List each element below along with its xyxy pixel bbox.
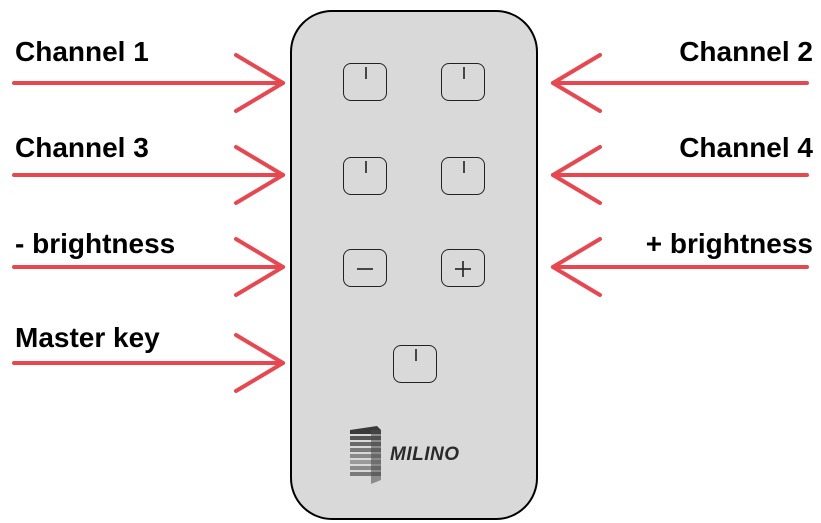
brightness-down-button[interactable] <box>343 249 387 287</box>
power-icon <box>412 346 420 361</box>
brightness-up-button[interactable] <box>441 249 485 287</box>
building-logo-icon <box>350 426 381 484</box>
power-icon <box>460 158 468 173</box>
arrow-channel-3 <box>12 145 285 205</box>
master-key-button[interactable] <box>393 345 437 383</box>
label-channel-4: Channel 4 <box>679 132 813 163</box>
channel-4-button[interactable] <box>441 157 485 195</box>
label-master-key: Master key <box>15 322 160 353</box>
arrow-channel-1 <box>12 53 285 113</box>
power-icon <box>460 64 468 79</box>
arrow-channel-2 <box>551 53 809 113</box>
label-channel-1: Channel 1 <box>15 36 149 67</box>
arrow-channel-4 <box>551 145 809 205</box>
label-plus-brightness: + brightness <box>645 228 813 259</box>
arrow-master-key <box>12 333 285 393</box>
channel-3-button[interactable] <box>343 157 387 195</box>
label-channel-2: Channel 2 <box>679 36 813 67</box>
channel-2-button[interactable] <box>441 63 485 101</box>
minus-icon <box>357 268 373 270</box>
label-channel-3: Channel 3 <box>15 132 149 163</box>
channel-1-button[interactable] <box>343 63 387 101</box>
power-icon <box>362 158 370 173</box>
plus-icon <box>455 261 471 277</box>
brand-logo: MILINO <box>347 426 497 486</box>
remote-control: MILINO <box>290 10 538 520</box>
power-icon <box>362 64 370 79</box>
label-minus-brightness: - brightness <box>15 228 176 259</box>
arrow-minus-brightness <box>12 237 285 297</box>
brand-name: MILINO <box>390 444 460 465</box>
arrow-plus-brightness <box>551 237 809 297</box>
